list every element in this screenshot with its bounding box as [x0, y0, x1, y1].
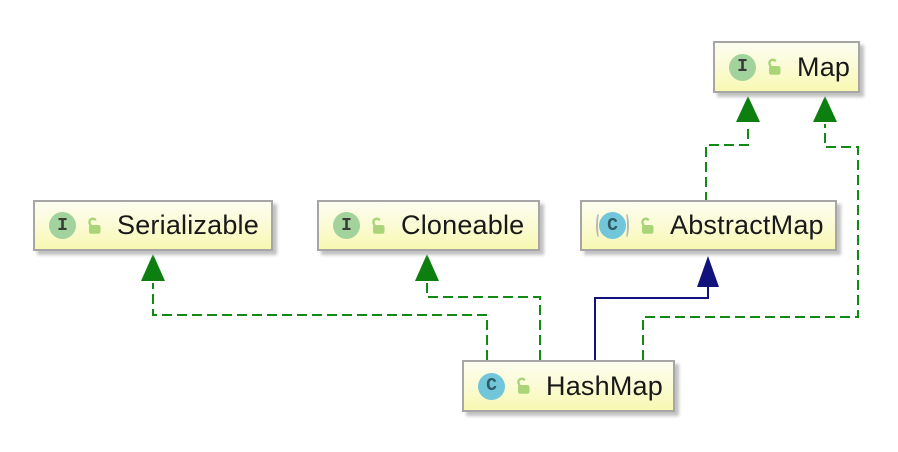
class-node-serializable[interactable]: I Serializable	[33, 200, 273, 251]
class-name-label: Cloneable	[401, 210, 525, 240]
edge-hashmap-implements-cloneable[interactable]	[415, 254, 541, 360]
edge-line	[594, 286, 709, 360]
edge-line	[705, 124, 749, 202]
interface-icon-letter: I	[57, 215, 68, 236]
public-open-lock-icon	[517, 377, 530, 394]
class-node-map[interactable]: I Map	[713, 41, 860, 93]
public-open-lock-icon	[641, 217, 654, 234]
abstract-paren-right-icon	[622, 212, 629, 239]
edge-line	[642, 124, 859, 360]
triangle-arrowhead-icon	[141, 254, 165, 281]
edge-abstractmap-implements-map[interactable]	[705, 96, 760, 202]
class-name-label: Map	[797, 51, 851, 82]
class-node-hashmap[interactable]: C HashMap	[462, 360, 675, 412]
interface-icon-letter: I	[737, 57, 748, 77]
public-open-lock-icon	[88, 217, 101, 234]
class-name-label: Serializable	[117, 210, 259, 240]
public-open-lock-icon	[372, 217, 385, 234]
class-node-abstractmap[interactable]: C AbstractMap	[580, 200, 837, 251]
class-node-cloneable[interactable]: I Cloneable	[317, 200, 540, 251]
abstract-paren-left-icon	[596, 212, 603, 239]
interface-icon: I	[729, 53, 756, 81]
class-icon-letter: C	[607, 215, 618, 236]
edge-hashmap-extends-abstractmap[interactable]	[594, 256, 719, 360]
triangle-arrowhead-icon	[813, 96, 837, 122]
edge-hashmap-implements-serializable[interactable]	[141, 254, 488, 360]
interface-icon: I	[333, 212, 360, 239]
class-icon: C	[478, 372, 505, 400]
class-name-label: HashMap	[546, 370, 663, 401]
interface-icon: I	[49, 212, 76, 239]
edge-line	[152, 283, 488, 360]
triangle-arrowhead-icon	[736, 96, 760, 122]
class-name-label: AbstractMap	[670, 210, 824, 240]
triangle-arrowhead-icon	[415, 254, 439, 281]
public-open-lock-icon	[768, 58, 781, 75]
interface-icon-letter: I	[341, 215, 352, 236]
abstract-class-icon: C	[596, 212, 629, 239]
triangle-arrowhead-icon	[697, 256, 719, 287]
class-icon-letter: C	[486, 376, 497, 396]
edge-line	[426, 283, 541, 360]
edge-hashmap-implements-map[interactable]	[642, 96, 859, 360]
